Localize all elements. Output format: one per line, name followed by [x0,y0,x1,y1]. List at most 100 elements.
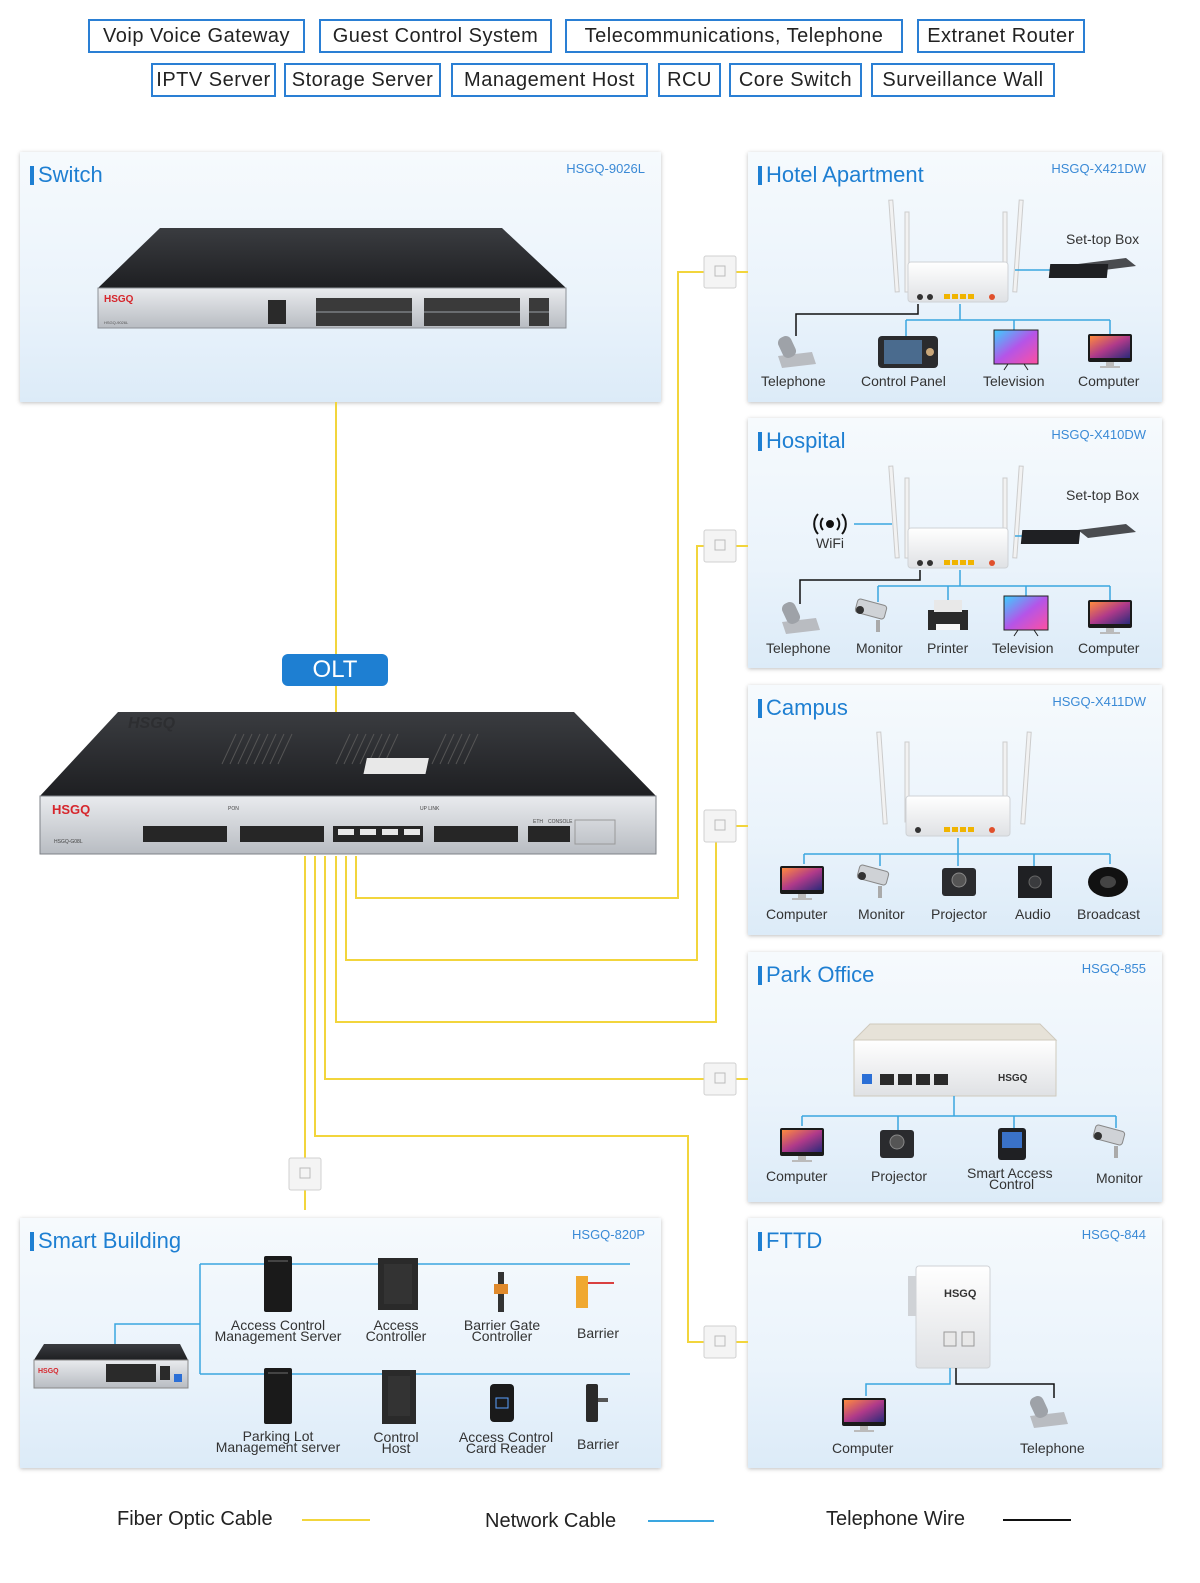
panel-model: HSGQ-844 [1081,1227,1146,1242]
device-label: Control Host [366,1429,426,1455]
smart-building-devices: HSGQ [33,1256,630,1424]
device-label-line1: Control [373,1429,419,1445]
hospital-network-links [877,570,1111,602]
olt-pon-ports [143,826,324,842]
panel-title: Smart Building [30,1228,181,1254]
park-office-gateway: HSGQ [852,1023,1058,1097]
campus-network-links [803,838,1111,866]
switch-model-print: HSGQ-9026L [104,320,129,325]
hospital-router [888,465,1024,569]
device-label: Barrier [577,1436,620,1452]
stb-label: Set-top Box [1066,231,1140,247]
monitor-camera-icon [1092,1124,1126,1158]
tag-extranet-router: Extranet Router [917,19,1085,53]
device-label: Barrier Gate Controller [456,1317,548,1344]
device-label: Telephone [766,640,831,656]
audio-icon [1018,866,1052,898]
device-label: Monitor [856,640,903,656]
olt-label: OLT [282,654,388,686]
panel-model: HSGQ-X411DW [1052,694,1146,709]
computer-icon [1088,600,1132,634]
legend-network-line [648,1520,714,1522]
smart-building-poe-switch: HSGQ [33,1344,189,1389]
device-label: Control Panel [861,373,946,389]
device-label: Computer [1078,373,1140,389]
control-host-icon [382,1370,416,1424]
panel-model: HSGQ-9026L [566,161,645,176]
computer-icon [1088,334,1132,368]
fiber-terminal-boxes [288,255,737,1359]
fiber-to-hospital [345,545,704,961]
fiber-box-fttd [703,1325,737,1359]
card-reader-icon [490,1384,514,1422]
panel-model: HSGQ-X410DW [1051,427,1146,442]
fiber-box-links [736,271,748,1343]
olt-port-highlights [338,829,420,835]
barrier-icon [576,1276,614,1308]
device-label-line1: Access [373,1317,419,1333]
computer-icon [842,1398,886,1432]
legend-fiber-text: Fiber Optic Cable [117,1508,273,1530]
legend-network-text: Network Cable [485,1510,617,1532]
device-label-line1: Access Control [230,1317,326,1333]
fiber-box-hotel [703,255,737,289]
olt-model-print: HSGQ-G08L [54,839,83,845]
hotel-telephone-wire [795,304,919,336]
tag-iptv-server: IPTV Server [151,63,276,97]
device-label: Smart Access [967,1165,1053,1181]
projector-icon [942,868,976,896]
hospital-set-top-box [1020,524,1136,544]
monitor-camera-icon [854,598,888,632]
device-label: Telephone [1020,1440,1085,1456]
fiber-box-hospital [703,529,737,563]
fiber-cables [304,271,748,1343]
olt-uplink-ports [333,826,570,842]
device-label: Control [989,1176,1035,1192]
park-office-network-links [801,1096,1117,1130]
device-label: Parking Lot Management server [210,1429,346,1454]
device-label-line2: Controller [471,1328,533,1344]
control-panel-icon [878,336,938,368]
fttd-telephone-wire [955,1368,1055,1398]
barrier-lock-icon [586,1384,608,1422]
tag-management-host: Management Host [451,63,648,97]
tag-surveillance-wall: Surveillance Wall [871,63,1055,97]
hospital-telephone-wire [799,570,921,604]
device-label-line1: Access Control [458,1429,554,1445]
device-label: Computer [766,906,828,922]
device-label: Computer [1078,640,1140,656]
legend-fiber-line [302,1519,370,1521]
panel-title: Campus [758,695,848,721]
barrier-gate-controller-icon [494,1272,508,1312]
device-label: Printer [927,640,969,656]
computer-icon [780,866,824,900]
projector-icon [880,1130,914,1158]
tag-voip-voice-gateway: Voip Voice Gateway [88,19,305,53]
server-icon [264,1256,292,1312]
device-label-line2: Management Server [214,1328,342,1344]
device-label: Barrier [577,1325,620,1341]
device-label: Television [992,640,1054,656]
monitor-camera-icon [856,864,890,898]
tag-core-switch: Core Switch [729,63,862,97]
smart-building-panel: Smart Building HSGQ-820P [20,1218,661,1468]
device-label-line1: Barrier Gate [463,1317,541,1333]
olt-console-label: CONSOLE [548,819,573,825]
device-label-line2: Card Reader [465,1440,547,1456]
hospital-devices [781,465,1136,637]
fiber-box-smart-building [288,1157,322,1191]
park-office-devices: HSGQ [780,1023,1126,1162]
fttd-brand: HSGQ [944,1288,977,1300]
device-label: Computer [832,1440,894,1456]
olt-device: HSGQ HSGQ HSGQ-G08L PON UP LINK ETH CONS… [39,712,657,855]
telephone-icon [777,336,816,368]
fiber-to-park-office [324,856,704,1080]
tag-rcu: RCU [658,63,721,97]
telephone-icon [1029,1396,1068,1428]
telephone-icon [781,602,820,634]
device-label: Computer [766,1168,828,1184]
device-label: Projector [871,1168,928,1184]
device-label: Telephone [761,373,826,389]
device-label: Audio [1015,906,1051,922]
